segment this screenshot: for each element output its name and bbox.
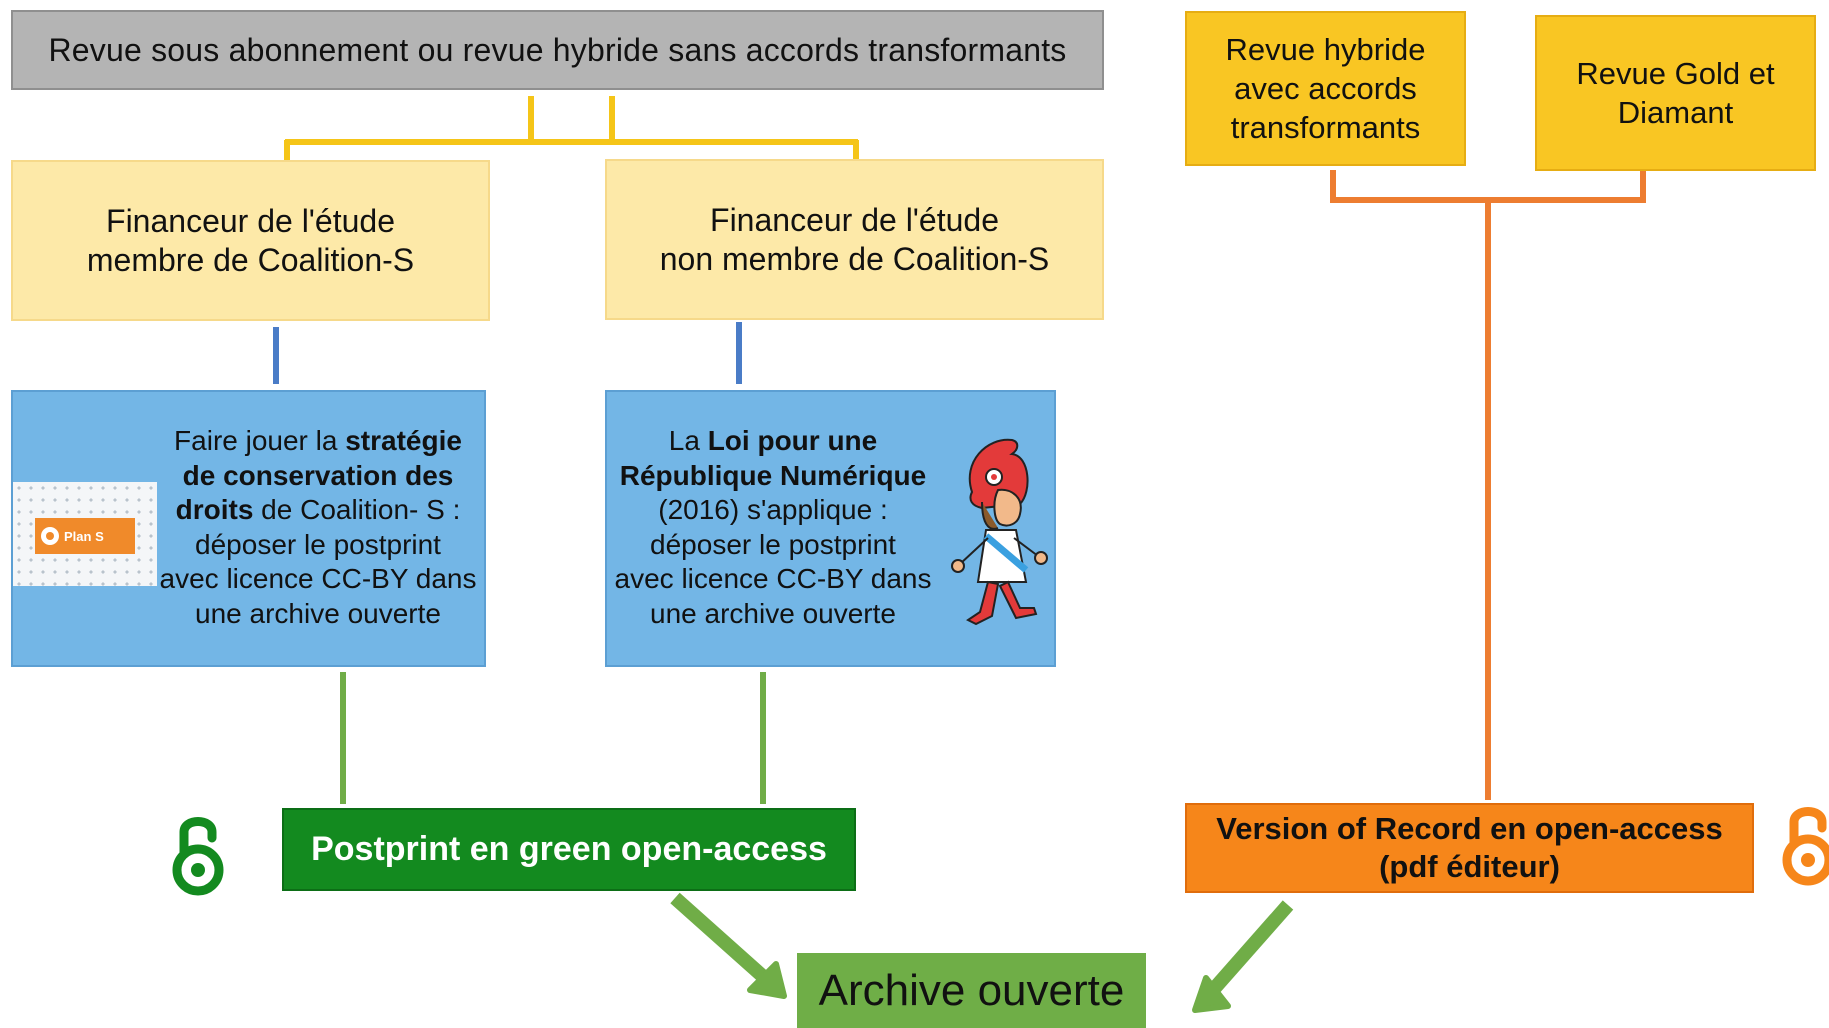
digital-republic-law-box: La Loi pour une République Numérique (20…	[605, 390, 1056, 667]
plan-s-badge: Plan S	[35, 518, 135, 554]
hybrid-journal-line: transformants	[1230, 110, 1421, 145]
orange-connector	[1330, 170, 1646, 800]
blue-connector	[273, 322, 742, 384]
digital-republic-law-text: La Loi pour une République Numérique (20…	[614, 425, 932, 629]
hybrid-journal-line: Revue hybride	[1225, 32, 1426, 67]
green-oa-postprint-label: Postprint en green open-access	[311, 830, 827, 868]
gold-journal-line: Diamant	[1617, 95, 1734, 130]
gold-journal-line: Revue Gold et	[1576, 56, 1775, 91]
open-access-lock-icon	[172, 817, 224, 896]
funder-non-member-box: Financeur de l'étude non membre de Coali…	[605, 159, 1104, 320]
open-archive-box: Archive ouverte	[797, 953, 1146, 1028]
funder-non-member-line: non membre de Coalition-S	[659, 240, 1050, 277]
version-of-record-box: Version of Record en open-access (pdf éd…	[1185, 803, 1754, 893]
plan-s-logo-icon	[41, 527, 59, 545]
subscription-journal-label: Revue sous abonnement ou revue hybride s…	[48, 31, 1067, 68]
green-oa-postprint-box: Postprint en green open-access	[282, 808, 856, 891]
hybrid-journal-box: Revue hybride avec accords transformants	[1185, 11, 1466, 166]
open-access-lock-icon	[1782, 807, 1829, 886]
rights-retention-text: Faire jouer la stratégie de conservation…	[159, 425, 477, 629]
funder-member-line: membre de Coalition-S	[86, 241, 415, 278]
rights-retention-box: Plan S Faire jouer la stratégie de conse…	[11, 390, 486, 667]
open-archive-label: Archive ouverte	[818, 965, 1125, 1015]
funder-member-box: Financeur de l'étude membre de Coalition…	[11, 160, 490, 321]
version-of-record-line: (pdf éditeur)	[1379, 849, 1560, 884]
subscription-journal-box: Revue sous abonnement ou revue hybride s…	[11, 10, 1104, 90]
hybrid-journal-line: avec accords	[1234, 71, 1417, 106]
arrow-to-archive-right	[1192, 900, 1294, 1013]
version-of-record-line: Version of Record en open-access	[1216, 811, 1723, 846]
marianne-illustration	[951, 438, 1048, 626]
gold-diamond-journal-box: Revue Gold et Diamant	[1535, 15, 1816, 171]
green-connector	[340, 672, 766, 804]
plan-s-thumbnail: Plan S	[13, 482, 157, 586]
arrow-to-archive-left	[670, 892, 787, 999]
funder-non-member-line: Financeur de l'étude	[710, 201, 999, 238]
funder-member-line: Financeur de l'étude	[106, 202, 395, 239]
